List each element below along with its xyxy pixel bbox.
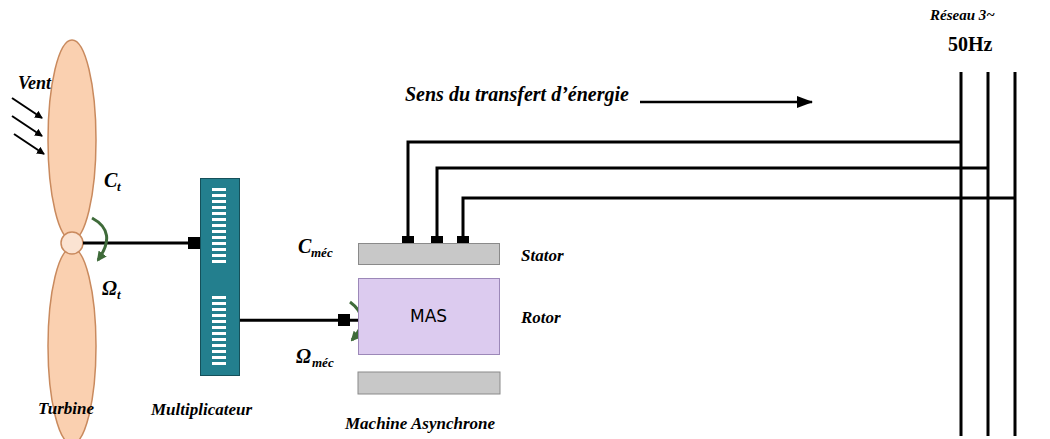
grid-lines — [961, 72, 1015, 436]
grid-label: Réseau 3~ — [930, 8, 995, 23]
wind-label: Vent — [18, 74, 51, 92]
turbine-blades — [48, 40, 96, 439]
torque-symbol: C — [298, 236, 311, 256]
node-caption: Rotor — [521, 309, 561, 326]
stator-bar — [358, 372, 500, 394]
subscript: t — [117, 288, 121, 301]
torque-arrow — [92, 218, 107, 260]
node-label: Stator — [521, 247, 564, 264]
stator-bar: Stator — [358, 243, 500, 265]
machine-label: Machine Asynchrone — [345, 415, 495, 432]
shaft-coupling — [188, 237, 200, 249]
energy-arrow — [640, 101, 812, 104]
speed-symbol: Ω — [102, 278, 117, 298]
node-label: Multiplicateur — [151, 401, 252, 418]
machine-shaft — [240, 319, 358, 322]
gear-slots — [212, 188, 226, 365]
turbine-shaft — [83, 242, 194, 245]
gearbox: Multiplicateur — [200, 178, 240, 376]
subscript: méc — [311, 246, 333, 259]
frequency-label: 50Hz — [948, 34, 992, 54]
subscript: méc — [312, 356, 334, 369]
rotor-box: MASRotor — [358, 278, 500, 355]
speed-symbol: Ω — [296, 346, 311, 366]
energy-flow-label: Sens du transfert d’énergie — [405, 84, 629, 104]
grid-wires — [408, 142, 1015, 240]
node-label: MAS — [410, 308, 447, 325]
wind-arrows — [12, 98, 44, 154]
turbine-label: Turbine — [38, 400, 94, 417]
torque-symbol: C — [104, 170, 117, 190]
subscript: t — [117, 180, 121, 193]
